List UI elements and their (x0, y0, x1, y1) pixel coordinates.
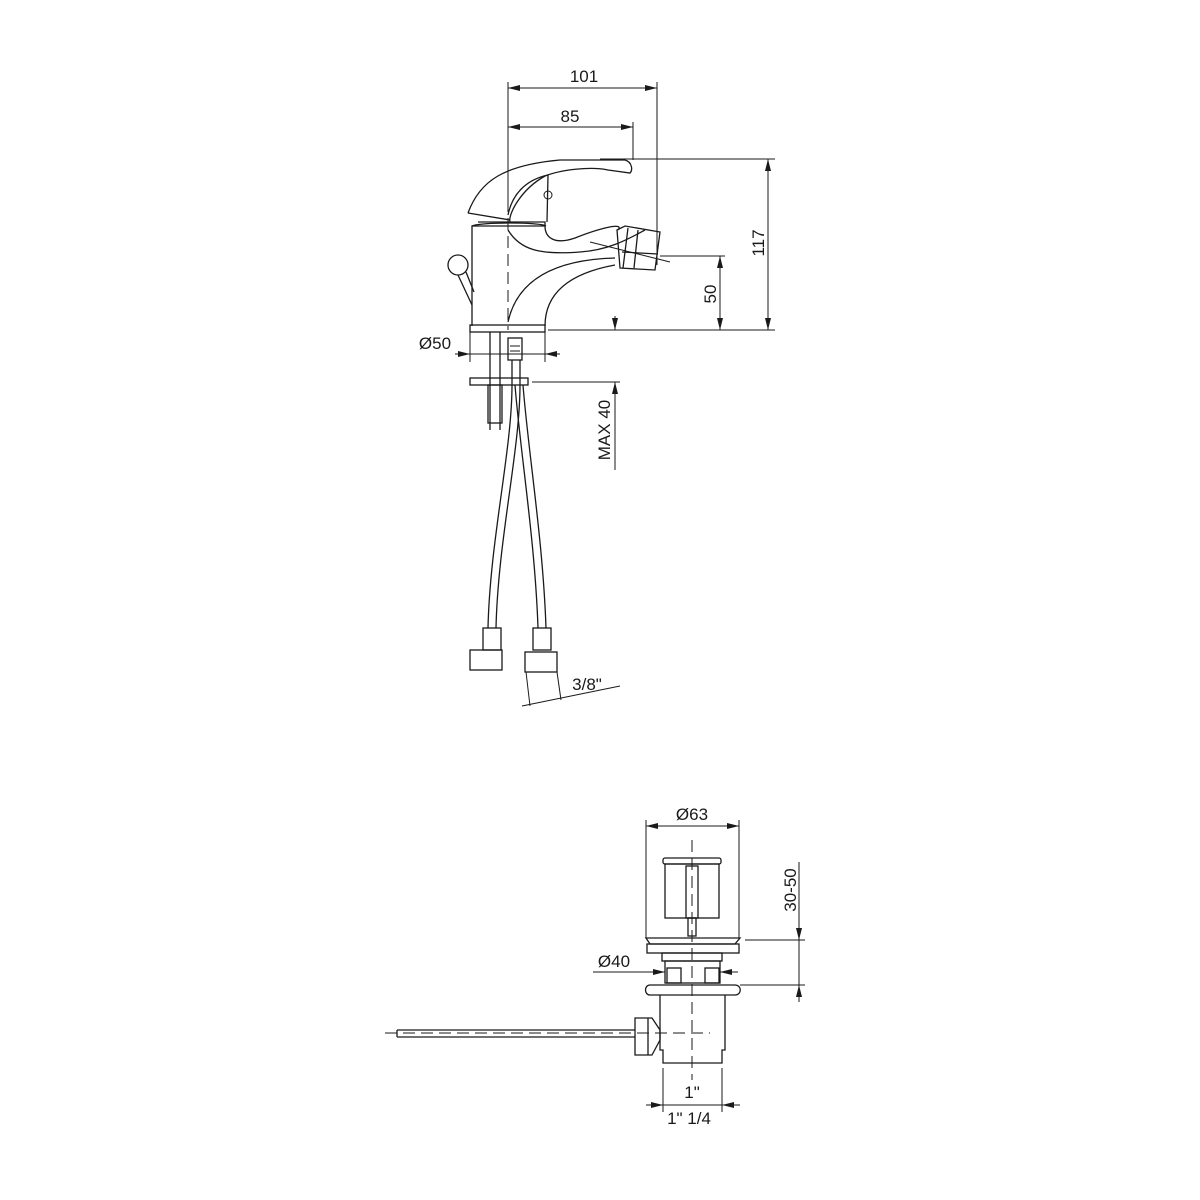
drain-lock-nut (644, 984, 741, 996)
dim-base-diameter: Ø50 (419, 334, 451, 353)
hose-nut-right (524, 651, 558, 673)
dim-outlet-height: 50 (701, 285, 720, 304)
hose-left (487, 360, 521, 629)
dim-spout-reach: 85 (561, 107, 580, 126)
drain-flange (644, 937, 742, 945)
dim-height: 117 (749, 229, 768, 256)
dim-thread-outer: 1" 1/4 (667, 1109, 711, 1128)
dim-overall-reach: 101 (570, 67, 598, 86)
popup-waste-drain: Ø63 Ø40 30-50 1" 1" 1/4 (385, 805, 805, 1128)
dim-cap-diameter: Ø63 (676, 805, 708, 824)
rod-connector (634, 1017, 661, 1056)
spout (507, 229, 646, 254)
dim-thread-inner: 1" (684, 1083, 700, 1102)
hose-nut-left (469, 649, 503, 671)
dim-max-deck-thickness: MAX 40 (595, 400, 614, 460)
popup-knob (447, 254, 469, 276)
drain-body (659, 995, 726, 1064)
bidet-faucet: 101 85 117 50 Ø50 MAX 40 3/8" (419, 67, 775, 707)
dim-hole-diameter: Ø40 (598, 952, 630, 971)
dim-deck-thickness: 30-50 (781, 868, 800, 911)
fixing-nut (469, 377, 529, 386)
threaded-rod (489, 332, 501, 430)
dim-hose-connection: 3/8" (572, 675, 602, 694)
hose-right (514, 384, 547, 629)
base-plate (469, 324, 546, 333)
